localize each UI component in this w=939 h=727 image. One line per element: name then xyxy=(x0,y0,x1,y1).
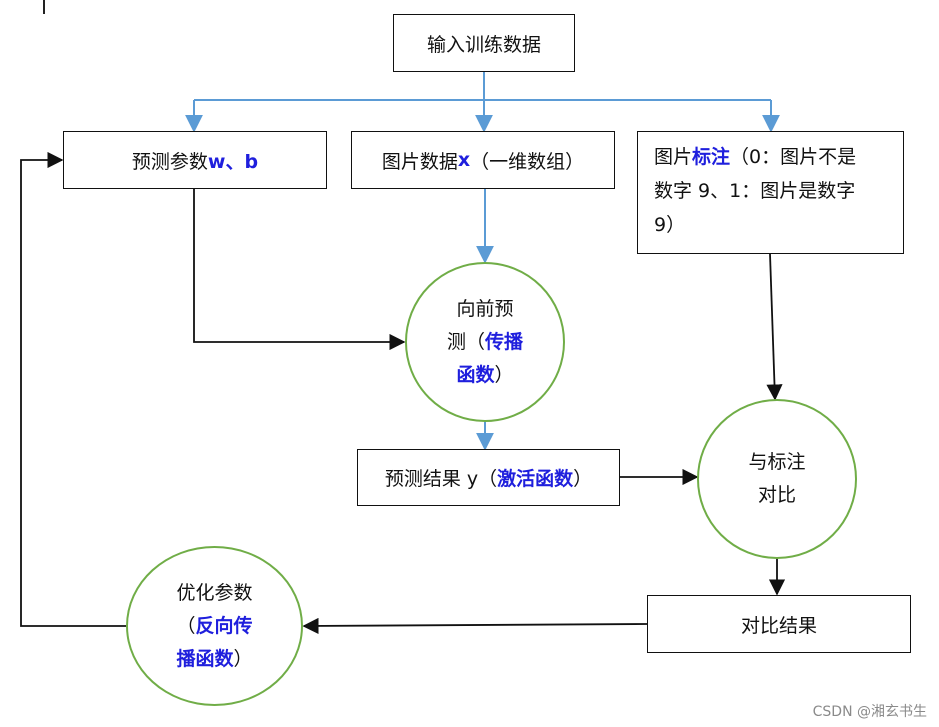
compare-result-text: 对比结果 xyxy=(740,614,817,637)
optimize-params-circle: 优化参数 （反向传 播函数） xyxy=(126,546,303,706)
optimize-line1: 优化参数 xyxy=(176,581,253,604)
optimize-line3: 播函数） xyxy=(176,647,253,670)
arrow-result-to-optimize xyxy=(302,617,648,635)
compare-line1: 与标注 xyxy=(748,451,806,473)
prediction-result-box: 预测结果 y（激活函数） xyxy=(357,449,620,506)
compare-result-box: 对比结果 xyxy=(647,595,911,653)
compare-label-circle: 与标注 对比 xyxy=(697,399,857,559)
prediction-result-suffix: ） xyxy=(573,468,593,490)
image-label-box: 图片标注（0：图片不是 数字 9、1：图片是数字 9） xyxy=(637,131,904,254)
compare-line2: 对比 xyxy=(757,484,796,506)
image-data-highlight: x xyxy=(457,149,471,171)
arrow-label-to-compare xyxy=(766,253,783,401)
forward-line3: 函数） xyxy=(456,363,514,386)
image-data-box: 图片数据 x（一维数组） xyxy=(351,131,615,189)
prediction-result-prefix: 预测结果 y（ xyxy=(384,468,498,490)
forward-line1: 向前预 xyxy=(456,297,514,320)
arrow-optimize-feedback xyxy=(20,151,126,627)
watermark: CSDN @湘玄书生 xyxy=(812,704,927,720)
predict-params-text: 预测参数 xyxy=(131,150,208,173)
image-data-prefix: 图片数据 xyxy=(381,150,458,173)
optimize-line2: （反向传 xyxy=(176,614,253,637)
predict-params-box: 预测参数 w、b xyxy=(63,131,327,189)
forward-line2: 测（传播 xyxy=(446,330,524,353)
forward-prediction-circle: 向前预 测（传播 函数） xyxy=(405,262,565,422)
image-label-line3: 9） xyxy=(654,214,686,236)
input-data-box: 输入训练数据 xyxy=(393,14,575,72)
image-data-suffix: （一维数组） xyxy=(470,150,585,173)
input-data-text: 输入训练数据 xyxy=(426,33,541,56)
arrow-params-to-forward xyxy=(193,189,406,351)
image-label-line2: 数字 9、1：图片是数字 xyxy=(654,180,856,202)
prediction-result-highlight: 激活函数 xyxy=(497,468,574,490)
predict-params-highlight: w、b xyxy=(207,150,259,173)
edge-tick-mark xyxy=(43,0,45,14)
image-label-line1: 图片标注（0：图片不是 xyxy=(654,146,857,168)
